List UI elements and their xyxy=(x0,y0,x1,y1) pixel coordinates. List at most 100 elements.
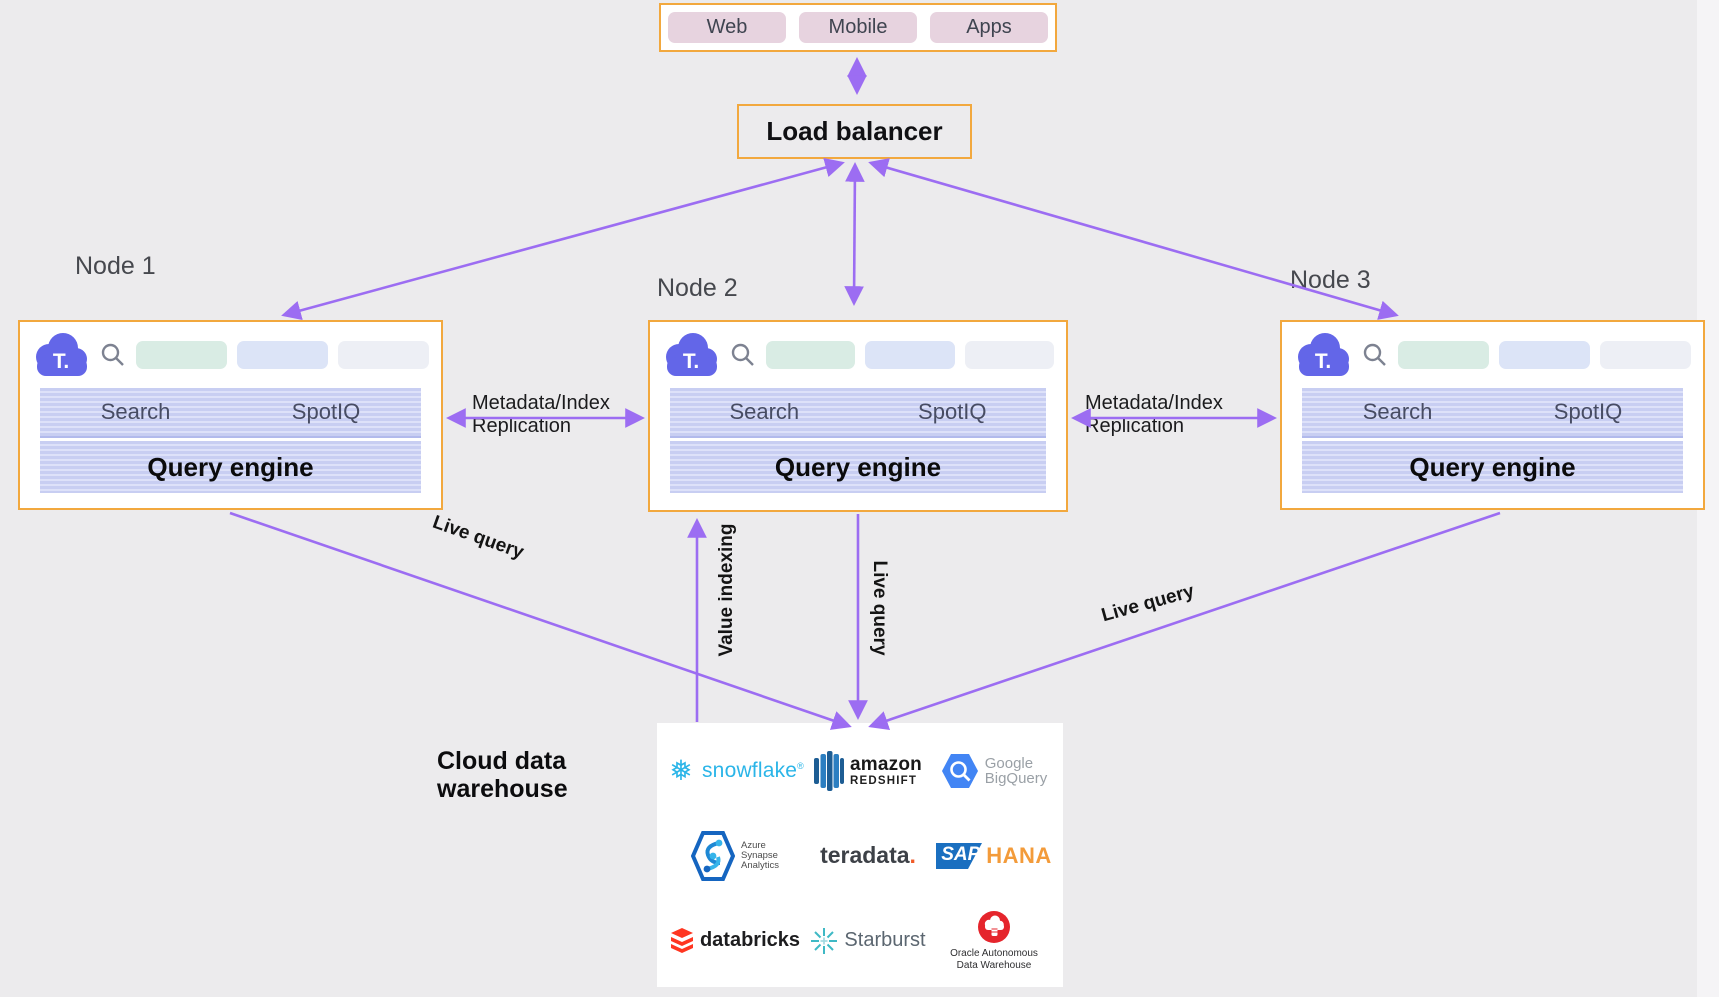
thoughtspot-cloud-icon: T. xyxy=(36,333,87,376)
replication-label-right-line2: Replication xyxy=(1085,415,1184,437)
search-icon xyxy=(1363,343,1386,366)
svg-text:❅: ❅ xyxy=(669,756,692,786)
client-pill-mobile-label: Mobile xyxy=(828,16,888,38)
vendor-teradata: teradata. xyxy=(820,842,916,869)
snowflake-wordmark: snowflake® xyxy=(701,759,805,783)
search-token-pill xyxy=(1600,341,1691,369)
redshift-wordmark: REDSHIFT xyxy=(850,775,918,788)
node2-query-engine: Query engine xyxy=(670,441,1046,493)
amazon-wordmark: amazon xyxy=(850,754,922,776)
node1-spotiq-tab: SpotIQ xyxy=(291,399,361,424)
live-query-label-middle: Live query xyxy=(869,560,890,656)
node1-tabs-band: Search SpotIQ xyxy=(40,388,421,438)
value-indexing-label: Value indexing xyxy=(716,523,737,657)
live-query-label-left: Live query xyxy=(429,511,527,564)
arrow-livequery-node1-warehouse xyxy=(229,511,852,730)
vendor-azure-synapse: Azure Synapse Analytics xyxy=(690,830,779,882)
svg-text:T.: T. xyxy=(53,350,69,373)
arrow-loadbalancer-node1 xyxy=(281,157,845,321)
search-token-pill xyxy=(1499,341,1590,369)
node2-spotiq-tab: SpotIQ xyxy=(918,399,987,424)
node3-label: Node 3 xyxy=(1290,266,1371,294)
oracle-adw-label-line2: Data Warehouse xyxy=(956,960,1032,972)
client-pill-mobile: Mobile xyxy=(799,12,917,43)
teradata-wordmark: teradata. xyxy=(820,842,916,869)
search-icon xyxy=(101,343,124,366)
synapse-label-line1: Azure xyxy=(740,840,766,852)
node3-searchbar: T. xyxy=(1282,322,1703,388)
sap-logo-icon: SAP xyxy=(936,842,983,869)
vendor-google-bigquery: Google BigQuery xyxy=(941,752,1047,790)
sap-wordmark: SAP xyxy=(941,843,981,865)
replication-label-left-line2: Replication xyxy=(472,415,571,437)
node2-tabs-band: Search SpotIQ xyxy=(670,388,1046,438)
warehouse-label: Cloud data warehouse xyxy=(437,747,568,803)
node1-searchbar: T. xyxy=(20,322,441,388)
search-token-pill xyxy=(766,341,856,369)
background-edge-strip xyxy=(1697,0,1719,997)
vendor-oracle-adw: Oracle Autonomous Data Warehouse xyxy=(950,909,1038,973)
arrow-loadbalancer-node2 xyxy=(844,162,865,306)
search-token-pill xyxy=(865,341,955,369)
client-pill-apps: Apps xyxy=(930,12,1048,43)
bigquery-icon xyxy=(941,754,978,789)
starburst-wordmark: Starburst xyxy=(844,929,926,952)
synapse-label-line2: Synapse xyxy=(740,850,778,861)
snowflake-icon: ❅ xyxy=(669,756,692,786)
node2-searchbar: T. xyxy=(650,322,1066,388)
client-pill-apps-label: Apps xyxy=(966,16,1012,38)
hana-wordmark: HANA xyxy=(986,842,1052,868)
replication-label-right-line1: Metadata/Index xyxy=(1085,392,1223,414)
vendor-snowflake: ❅ snowflake® xyxy=(666,756,804,786)
vendor-amazon-redshift: amazon REDSHIFT xyxy=(814,751,922,792)
databricks-icon xyxy=(670,927,693,953)
node2-search-tab: Search xyxy=(729,399,800,424)
node1-search-tab: Search xyxy=(100,399,171,424)
databricks-wordmark: databricks xyxy=(699,929,801,952)
clients-box: Web Mobile Apps xyxy=(659,3,1057,52)
node3-tabs-band: Search SpotIQ xyxy=(1302,388,1683,438)
replication-label-left: Metadata/Index Replication xyxy=(472,392,610,438)
oracle-adw-icon xyxy=(977,910,1010,943)
search-token-pill xyxy=(338,341,429,369)
redshift-icon xyxy=(814,751,845,792)
teradata-dot: . xyxy=(909,842,916,869)
load-balancer-label: Load balancer xyxy=(766,116,943,146)
starburst-icon xyxy=(811,927,838,954)
node3-box: T. Search SpotIQ Query engine xyxy=(1280,320,1705,510)
thoughtspot-cloud-icon: T. xyxy=(666,333,717,376)
node3-search-tab: Search xyxy=(1362,399,1433,424)
load-balancer-box: Load balancer xyxy=(737,104,972,159)
replication-label-left-line1: Metadata/Index xyxy=(472,392,610,414)
search-token-pill xyxy=(964,341,1054,369)
svg-text:T.: T. xyxy=(683,350,699,373)
client-pill-web: Web xyxy=(668,12,786,43)
azure-synapse-icon xyxy=(690,830,735,881)
node1-box: T. Search SpotIQ Query engine xyxy=(18,320,443,510)
search-token-pill xyxy=(136,341,227,369)
svg-text:T.: T. xyxy=(1315,350,1331,373)
thoughtspot-cloud-icon: T. xyxy=(1298,333,1349,376)
node1-query-engine: Query engine xyxy=(40,441,421,493)
warehouse-label-line2: warehouse xyxy=(437,775,568,803)
search-token-pill xyxy=(1398,341,1489,369)
client-pill-web-label: Web xyxy=(706,16,748,38)
vendor-sap-hana: SAP HANA xyxy=(936,842,1052,869)
vendor-starburst: Starburst xyxy=(810,927,926,955)
arrow-livequery-node3-warehouse xyxy=(868,511,1501,730)
search-token-pill xyxy=(237,341,328,369)
search-icon xyxy=(731,343,754,366)
warehouse-label-line1: Cloud data xyxy=(437,747,567,775)
replication-label-right: Metadata/Index Replication xyxy=(1085,392,1223,438)
node2-label: Node 2 xyxy=(657,274,738,302)
cloud-data-warehouse-box: ❅ snowflake® amazon REDSHIFT xyxy=(657,723,1063,987)
bigquery-label-line1: Google xyxy=(984,754,1034,772)
vendor-databricks: databricks xyxy=(670,927,801,954)
node3-query-engine: Query engine xyxy=(1302,441,1683,493)
snowflake-trademark: ® xyxy=(797,761,805,772)
live-query-label-right: Live query xyxy=(1099,580,1197,627)
node2-box: T. Search SpotIQ Query engine xyxy=(648,320,1068,512)
node1-label: Node 1 xyxy=(75,252,156,280)
synapse-label-line3: Analytics xyxy=(740,859,779,871)
